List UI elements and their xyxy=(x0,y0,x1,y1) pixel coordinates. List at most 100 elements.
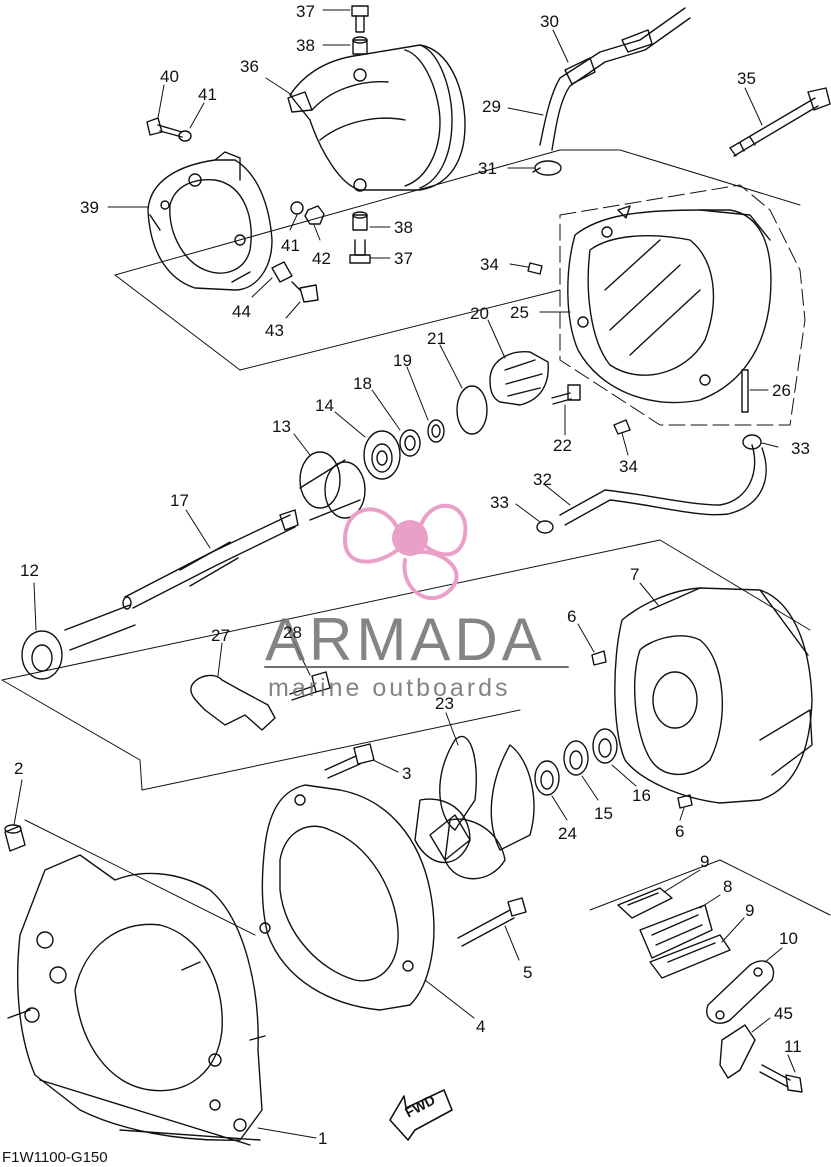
callout-33-left: 33 xyxy=(490,493,509,512)
callout-4: 4 xyxy=(476,1017,486,1036)
assembly-outlines xyxy=(1,149,831,936)
bearing-12 xyxy=(21,630,63,680)
callout-10: 10 xyxy=(779,929,798,948)
propeller-logo-icon xyxy=(343,503,468,601)
callout-5: 5 xyxy=(523,963,533,982)
shaft-17 xyxy=(122,509,299,610)
bracket-45 xyxy=(719,1024,756,1079)
callout-44: 44 xyxy=(232,302,251,321)
bolt-37-top xyxy=(351,5,369,33)
collar-38-top xyxy=(352,36,368,55)
washer-19 xyxy=(427,419,445,443)
washer-41b xyxy=(290,201,304,215)
callout-38-top: 38 xyxy=(296,36,315,55)
callout-16: 16 xyxy=(632,786,651,805)
bolt-28 xyxy=(289,671,331,701)
intake-housing-39 xyxy=(147,151,273,291)
pin-34-bottom xyxy=(613,419,631,435)
callout-37-bottom: 37 xyxy=(394,249,413,268)
clamp-33-left xyxy=(536,520,554,534)
plate-8 xyxy=(639,904,713,959)
bolt-43 xyxy=(291,281,319,303)
callout-28: 28 xyxy=(283,623,302,642)
impeller-23 xyxy=(414,735,535,880)
diagram-code: F1W1100-G150 xyxy=(2,1149,108,1166)
callout-2: 2 xyxy=(14,759,24,778)
callout-6-top: 6 xyxy=(567,607,577,626)
callout-27: 27 xyxy=(211,626,230,645)
callout-32: 32 xyxy=(533,470,552,489)
callout-20: 20 xyxy=(470,304,489,323)
watermark-tagline: marine outboards xyxy=(268,674,511,702)
callout-25: 25 xyxy=(510,303,529,322)
callout-31: 31 xyxy=(478,159,497,178)
leader-lines xyxy=(13,9,796,1139)
clamp-33-right xyxy=(742,434,762,450)
callout-3: 3 xyxy=(402,764,412,783)
callout-41-top: 41 xyxy=(198,85,217,104)
callout-34-bottom: 34 xyxy=(619,457,638,476)
ring-36 xyxy=(287,44,466,192)
callout-15: 15 xyxy=(594,804,613,823)
callout-36: 36 xyxy=(240,57,259,76)
callout-34-top: 34 xyxy=(480,255,499,274)
callout-35: 35 xyxy=(737,69,756,88)
clamp-31 xyxy=(532,160,562,176)
callout-11: 11 xyxy=(784,1037,802,1056)
callout-29: 29 xyxy=(482,97,501,116)
callout-12: 12 xyxy=(20,561,39,580)
pin-26 xyxy=(741,369,749,413)
oring-21 xyxy=(456,385,488,435)
bolt-35 xyxy=(729,87,831,157)
callout-21: 21 xyxy=(427,329,446,348)
callout-6-bottom: 6 xyxy=(675,822,685,841)
callout-23: 23 xyxy=(435,694,454,713)
pin-34-top xyxy=(527,262,543,275)
bracket-27 xyxy=(190,674,276,731)
sleeve-13 xyxy=(299,451,366,521)
callout-19: 19 xyxy=(393,351,412,370)
callout-45: 45 xyxy=(774,1004,793,1023)
callout-26: 26 xyxy=(772,381,791,400)
gasket-9-top xyxy=(617,887,673,919)
duct-25 xyxy=(567,205,772,404)
callout-8: 8 xyxy=(723,877,733,896)
spacer-15 xyxy=(563,740,589,776)
hose-32 xyxy=(559,444,767,526)
bolt-22 xyxy=(551,384,581,405)
fwd-arrow-icon xyxy=(389,1089,453,1141)
pin-6-top xyxy=(591,650,607,666)
cover-10 xyxy=(706,960,775,1024)
bolt-3 xyxy=(324,743,375,779)
callout-40: 40 xyxy=(160,67,179,86)
bearing-14 xyxy=(363,430,401,480)
duct-4 xyxy=(259,784,435,1011)
callout-7: 7 xyxy=(630,565,640,584)
callout-9-top: 9 xyxy=(700,852,710,871)
bolt-5 xyxy=(457,897,527,947)
shaft-spline xyxy=(64,604,136,651)
pin-6-bottom xyxy=(677,794,693,809)
hose-30 xyxy=(539,7,691,151)
callout-41-bottom: 41 xyxy=(281,236,300,255)
callout-14: 14 xyxy=(315,396,334,415)
seal-18 xyxy=(399,429,421,457)
callout-30: 30 xyxy=(540,12,559,31)
callout-39: 39 xyxy=(80,198,99,217)
callout-22: 22 xyxy=(553,436,572,455)
washer-41 xyxy=(178,130,192,142)
callout-42: 42 xyxy=(312,249,331,268)
adapter-1 xyxy=(7,854,266,1146)
bolt-37-bottom xyxy=(349,239,371,264)
callout-1: 1 xyxy=(318,1129,328,1148)
gasket-9-bottom xyxy=(649,934,731,979)
callout-37-top: 37 xyxy=(296,2,315,21)
housing-7 xyxy=(614,587,813,804)
cap-20 xyxy=(489,351,549,406)
spacer-16 xyxy=(592,728,618,764)
collar-44 xyxy=(271,261,293,283)
spacer-24 xyxy=(534,760,560,796)
bolt-11 xyxy=(759,1064,803,1093)
